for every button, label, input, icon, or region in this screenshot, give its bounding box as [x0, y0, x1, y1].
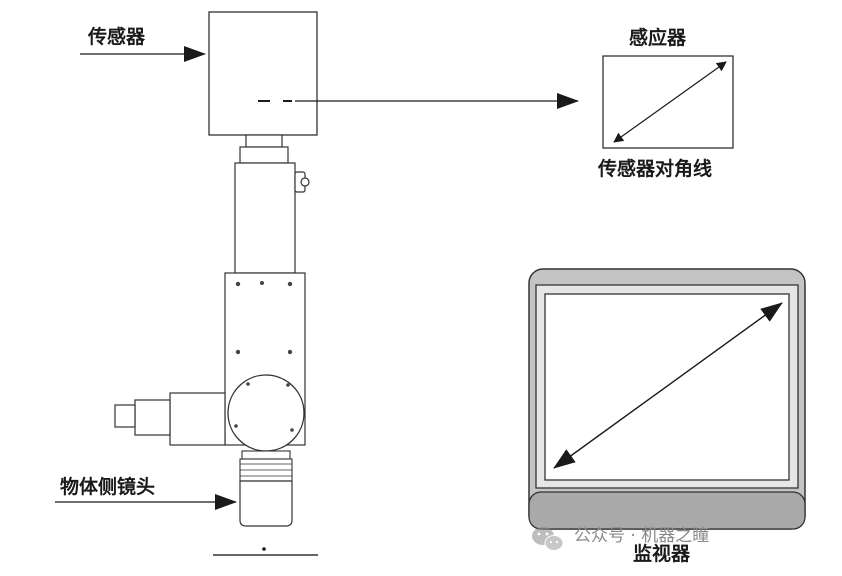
objective-collar — [241, 450, 291, 460]
object-lens-label: 物体侧镜头 — [60, 476, 156, 498]
housing-screw-tr — [287, 281, 293, 287]
wechat-icon — [532, 527, 564, 551]
focus-dial-screw-b — [286, 383, 290, 387]
housing-screw-tm — [260, 281, 264, 285]
focus-dial-screw-c — [234, 424, 238, 428]
camera-sensor-box — [208, 11, 318, 136]
watermark-text: 公众号 · 机器之瞳 — [574, 526, 710, 546]
monitor-label: 监视器 — [633, 543, 691, 565]
sensor-diagonal-label: 传感器对角线 — [598, 158, 713, 180]
camera-mount-collar — [239, 146, 289, 164]
sensor-chip-label: 感应器 — [629, 27, 687, 49]
housing-screw-mr — [287, 349, 293, 355]
focus-dial — [227, 374, 305, 452]
monitor-base-band — [528, 491, 806, 530]
monitor-screen-diagonal — [553, 302, 783, 469]
side-port-large — [169, 392, 226, 446]
sensor-chip-rect — [602, 55, 734, 149]
sensor-label: 传感器 — [88, 26, 146, 48]
objective-barrel — [239, 480, 293, 527]
focus-dial-screw-d — [290, 428, 294, 432]
camera-mount-ring — [245, 134, 283, 148]
housing-screw-tl — [235, 281, 241, 287]
upper-tube — [234, 162, 296, 274]
side-port-tip — [114, 404, 136, 428]
specimen-point — [262, 547, 266, 551]
side-port-mid — [134, 399, 171, 436]
sensor-chip-diagonal — [613, 61, 727, 143]
focus-dial-screw-a — [246, 382, 250, 386]
tube-side-knob-cap — [300, 177, 310, 187]
housing-screw-ml — [235, 349, 241, 355]
